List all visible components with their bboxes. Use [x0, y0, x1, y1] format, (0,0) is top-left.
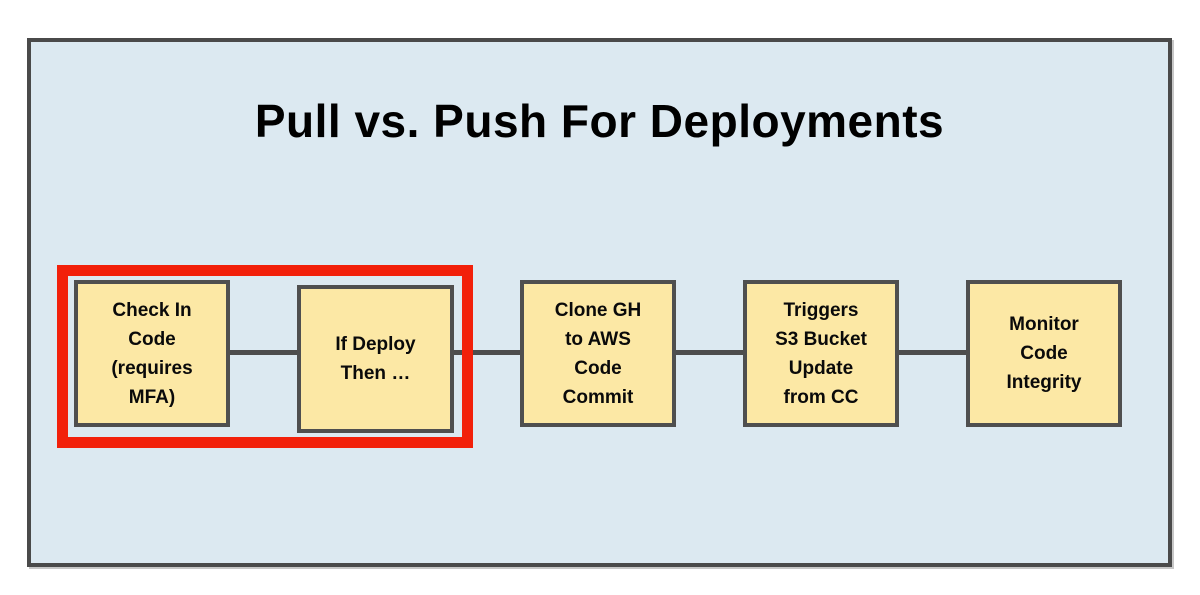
flow-step-check-in-code-label: Check In Code (requires MFA) — [111, 299, 193, 408]
flow-step-triggers-s3-bucket: Triggers S3 Bucket Update from CC — [743, 280, 899, 427]
flow-step-monitor-code-integrity: Monitor Code Integrity — [966, 280, 1122, 427]
flow-step-clone-gh-to-aws: Clone GH to AWS Code Commit — [520, 280, 676, 427]
flow-step-if-deploy-then: If Deploy Then … — [297, 285, 454, 433]
diagram-frame: Pull vs. Push For Deployments Check In C… — [27, 38, 1172, 567]
flow-step-clone-gh-to-aws-label: Clone GH to AWS Code Commit — [554, 299, 642, 408]
flow-step-check-in-code: Check In Code (requires MFA) — [74, 280, 230, 427]
diagram-title: Pull vs. Push For Deployments — [254, 95, 945, 147]
flow-step-if-deploy-then-label: If Deploy Then … — [335, 334, 416, 384]
flow-step-monitor-code-integrity-label: Monitor Code Integrity — [1006, 314, 1082, 393]
red-highlight-outline — [57, 265, 473, 448]
flow-step-triggers-s3-bucket-label: Triggers S3 Bucket Update from CC — [775, 299, 867, 408]
